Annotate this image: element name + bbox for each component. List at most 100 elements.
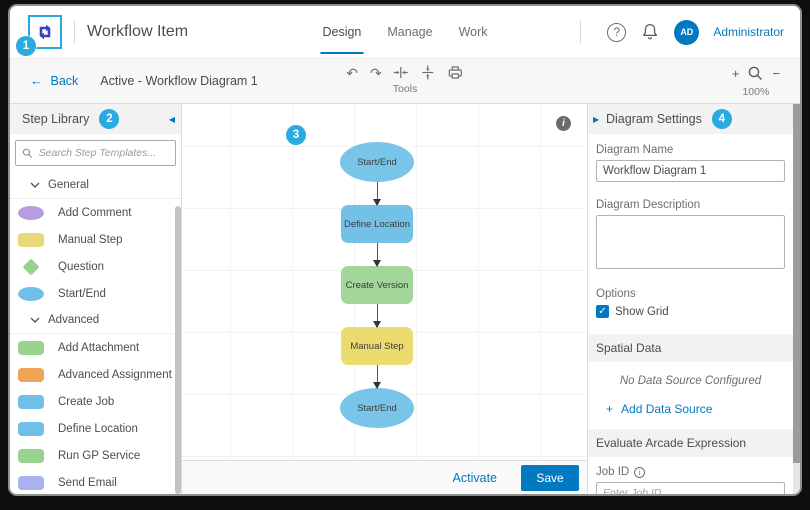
breadcrumb: Active - Workflow Diagram 1 bbox=[100, 74, 258, 88]
align-vertical-icon[interactable] bbox=[421, 65, 436, 80]
step-shape-ellipse bbox=[18, 286, 44, 301]
save-button[interactable]: Save bbox=[521, 464, 579, 491]
step-template-advanced-assignment[interactable]: Advanced Assignment bbox=[10, 361, 181, 388]
diagram-toolbar: ← Back Active - Workflow Diagram 1 ↶ ↷ bbox=[10, 58, 800, 104]
job-id-info-icon[interactable]: i bbox=[634, 466, 646, 478]
step-template-define-location[interactable]: Define Location bbox=[10, 415, 181, 442]
user-name[interactable]: Administrator bbox=[713, 25, 784, 39]
user-avatar[interactable]: AD bbox=[674, 19, 700, 45]
diagram-name-label: Diagram Name bbox=[596, 144, 674, 156]
page-title: Workflow Item bbox=[87, 23, 189, 40]
notifications-bell-icon[interactable] bbox=[640, 22, 660, 42]
redo-icon[interactable]: ↷ bbox=[370, 64, 382, 81]
canvas-info-icon[interactable]: i bbox=[556, 116, 571, 131]
diagram-settings-body: Diagram Name Diagram Description Options… bbox=[588, 134, 800, 494]
plus-icon: + bbox=[606, 402, 614, 416]
callout-badge-2: 2 bbox=[99, 109, 120, 129]
back-button[interactable]: ← Back bbox=[30, 74, 78, 88]
connector-arrow[interactable] bbox=[372, 243, 381, 267]
node-manual-step[interactable]: Manual Step bbox=[341, 327, 413, 365]
search-wrap bbox=[10, 134, 181, 172]
diagram-canvas[interactable]: 3 i Start/End Define Location Create Ver… bbox=[182, 104, 587, 460]
header-right-cluster: ? AD Administrator bbox=[568, 19, 784, 45]
callout-badge-4: 4 bbox=[711, 109, 732, 129]
canvas-footer: Activate Save bbox=[182, 460, 587, 494]
section-advanced[interactable]: Advanced bbox=[10, 307, 181, 334]
app-window: 1 Workflow Item Design Manage Work ? AD … bbox=[8, 4, 802, 496]
node-start-end-top[interactable]: Start/End bbox=[340, 142, 414, 182]
diagram-settings-title: Diagram Settings bbox=[606, 112, 702, 126]
tab-manage[interactable]: Manage bbox=[387, 25, 433, 39]
activate-button[interactable]: Activate bbox=[452, 470, 497, 485]
spatial-data-header: Spatial Data bbox=[588, 334, 793, 362]
print-icon[interactable] bbox=[448, 65, 464, 80]
settings-scrollbar-thumb[interactable] bbox=[793, 104, 800, 463]
step-template-start-end[interactable]: Start/End bbox=[10, 280, 181, 307]
chevron-down-icon bbox=[30, 317, 40, 323]
workflow-diagram: Start/End Define Location Create Version… bbox=[339, 142, 415, 428]
connector-arrow[interactable] bbox=[372, 365, 381, 389]
show-grid-label: Show Grid bbox=[615, 305, 669, 318]
add-data-source-button[interactable]: + Add Data Source bbox=[606, 402, 793, 416]
step-shape-rect bbox=[18, 475, 44, 490]
search-input[interactable] bbox=[38, 147, 169, 159]
tools-label: Tools bbox=[392, 83, 418, 95]
step-shape-rect bbox=[18, 394, 44, 409]
section-general[interactable]: General bbox=[10, 172, 181, 199]
step-library-panel: Step Library 2 ◀ General bbox=[10, 104, 182, 494]
workflow-loop-icon bbox=[39, 24, 51, 40]
search-box bbox=[15, 140, 176, 166]
diagram-name-input[interactable] bbox=[596, 160, 785, 182]
header-divider bbox=[74, 20, 75, 44]
step-shape-rect bbox=[18, 232, 44, 247]
search-icon bbox=[22, 148, 32, 158]
step-list: General Add Comment Manual Step Question… bbox=[10, 172, 181, 494]
job-id-input[interactable] bbox=[596, 482, 785, 494]
step-template-manual-step[interactable]: Manual Step bbox=[10, 226, 181, 253]
zoom-out-icon[interactable]: − bbox=[772, 66, 780, 81]
step-library-title: Step Library bbox=[22, 112, 90, 126]
section-label: Advanced bbox=[48, 314, 100, 326]
step-template-question[interactable]: Question bbox=[10, 253, 181, 280]
connector-arrow[interactable] bbox=[372, 182, 381, 206]
zoom-in-icon[interactable]: + bbox=[731, 66, 740, 81]
step-template-add-comment[interactable]: Add Comment bbox=[10, 199, 181, 226]
chevron-down-icon bbox=[30, 182, 40, 188]
section-label: General bbox=[48, 179, 89, 191]
tools-group: ↶ ↷ Tools bbox=[346, 65, 463, 95]
diagram-description-label: Diagram Description bbox=[596, 199, 701, 211]
undo-icon[interactable]: ↶ bbox=[346, 64, 358, 81]
app-logo[interactable]: 1 bbox=[16, 15, 62, 56]
collapse-panel-left-icon[interactable]: ◀ bbox=[168, 114, 175, 124]
step-shape-rect bbox=[18, 367, 44, 382]
node-create-version[interactable]: Create Version bbox=[341, 266, 413, 304]
step-template-run-gp-service[interactable]: Run GP Service bbox=[10, 442, 181, 469]
step-list-scrollbar[interactable] bbox=[175, 206, 181, 494]
align-horizontal-icon[interactable] bbox=[394, 65, 409, 80]
add-data-source-label: Add Data Source bbox=[621, 402, 713, 416]
app-header: 1 Workflow Item Design Manage Work ? AD … bbox=[10, 6, 800, 58]
step-template-create-job[interactable]: Create Job bbox=[10, 388, 181, 415]
job-id-label: Job ID bbox=[596, 466, 630, 478]
show-grid-checkbox[interactable]: ✓ bbox=[596, 305, 609, 318]
collapse-panel-right-icon[interactable]: ▶ bbox=[593, 114, 600, 124]
callout-badge-3: 3 bbox=[286, 125, 306, 145]
step-shape-ellipse bbox=[18, 205, 44, 220]
tab-design[interactable]: Design bbox=[320, 6, 364, 58]
node-define-location[interactable]: Define Location bbox=[341, 205, 413, 243]
help-icon[interactable]: ? bbox=[607, 22, 627, 42]
step-template-send-email[interactable]: Send Email bbox=[10, 469, 181, 494]
back-arrow-icon: ← bbox=[30, 74, 43, 88]
tab-work[interactable]: Work bbox=[458, 25, 488, 39]
diagram-description-textarea[interactable] bbox=[596, 215, 785, 269]
step-shape-rect bbox=[18, 421, 44, 436]
canvas-column: 3 i Start/End Define Location Create Ver… bbox=[182, 104, 587, 494]
back-label: Back bbox=[50, 74, 79, 88]
zoom-controls: + − 100% bbox=[732, 65, 780, 98]
settings-scrollbar-track[interactable] bbox=[793, 104, 800, 494]
step-template-add-attachment[interactable]: Add Attachment bbox=[10, 334, 181, 361]
connector-arrow[interactable] bbox=[372, 304, 381, 328]
node-start-end-bottom[interactable]: Start/End bbox=[340, 388, 414, 428]
main-area: Step Library 2 ◀ General bbox=[10, 104, 800, 494]
magnifier-icon[interactable] bbox=[747, 65, 764, 82]
